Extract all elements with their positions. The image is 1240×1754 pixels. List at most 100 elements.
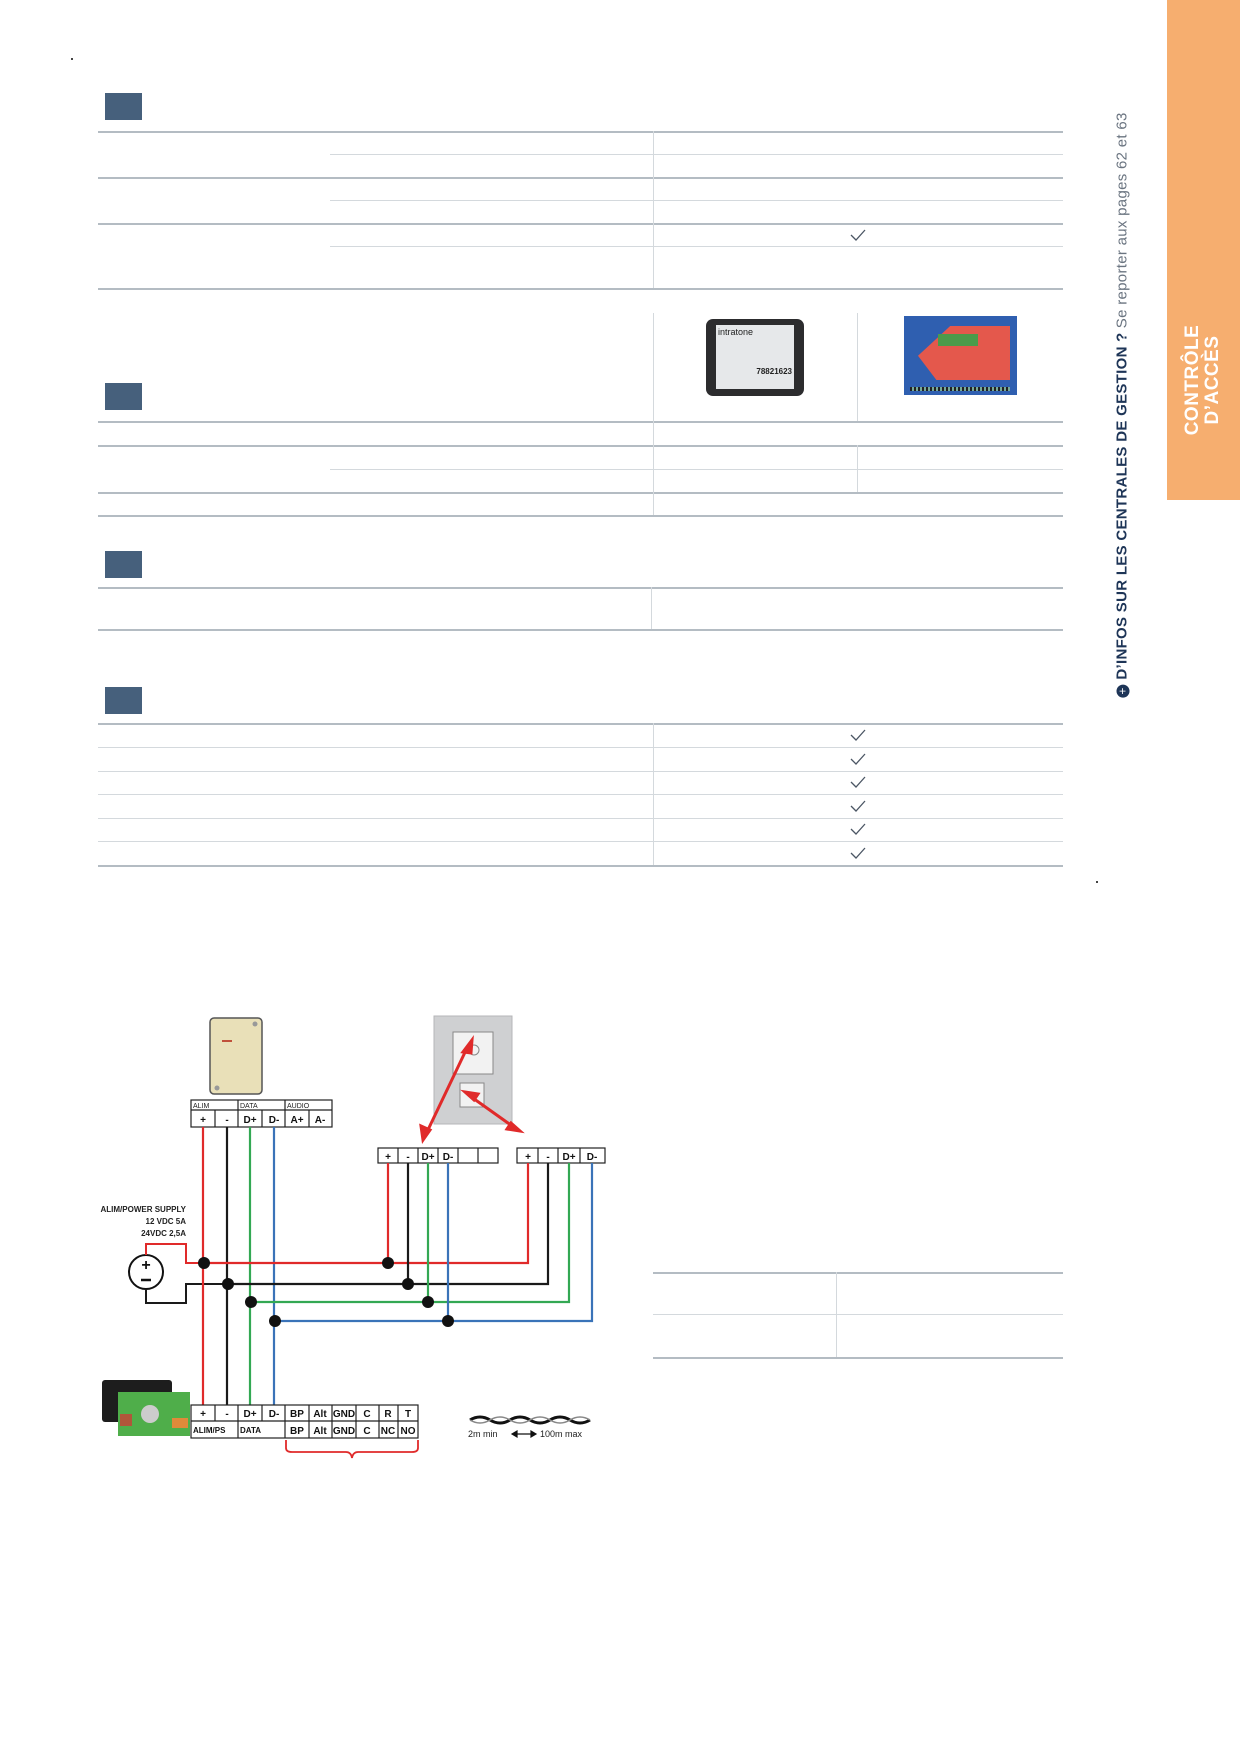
panel-terminal-block-a (377, 1147, 499, 1164)
wiring-diagram: ALIM DATA AUDIO + - D+ D- A+ A- + - D+ D… (101, 1015, 606, 1459)
power-supply-title: ALIM/POWER SUPPLY (101, 1205, 187, 1214)
terminal-label: - (546, 1152, 549, 1163)
terminal-label: D+ (243, 1409, 256, 1420)
side-note-light: Se reporter aux pages 62 et 63 (1113, 112, 1131, 329)
bus-dplus (251, 1163, 571, 1304)
table-rule (98, 492, 1063, 494)
table-rule (98, 865, 1063, 867)
power-supply-icon: + (128, 1254, 164, 1290)
terminal-label: D- (269, 1115, 280, 1126)
terminal-label: - (225, 1409, 228, 1420)
reader-device (209, 1017, 263, 1095)
table-rule (653, 1272, 1063, 1274)
panel-terminal-block-b (516, 1147, 606, 1164)
column-divider (653, 313, 654, 515)
section-2-marker (105, 383, 142, 410)
terminal-label: D+ (421, 1152, 434, 1163)
reader-group-label: DATA (240, 1103, 258, 1110)
terminal-label: D+ (562, 1152, 575, 1163)
reader-group-label: ALIM (193, 1103, 210, 1110)
table-rule (98, 421, 1063, 423)
reader-terminal-block (190, 1099, 333, 1128)
table-rule (98, 587, 1063, 589)
check-icon (850, 753, 866, 765)
terminal-label: BP (290, 1426, 304, 1437)
terminal-label: D- (443, 1152, 454, 1163)
check-icon (850, 776, 866, 788)
door-panel (433, 1015, 513, 1125)
column-divider (651, 587, 652, 629)
table-rule (98, 515, 1063, 517)
table-rule (330, 200, 1063, 201)
terminal-label: A+ (290, 1115, 303, 1126)
controller-terminal-block (190, 1404, 419, 1439)
table-rule (330, 154, 1063, 155)
column-divider (836, 1272, 837, 1357)
check-icon (850, 729, 866, 741)
terminal-label: + (525, 1152, 531, 1163)
side-note-bold: D’INFOS SUR LES CENTRALES DE GESTION ? (1113, 332, 1131, 680)
terminal-label: GND (333, 1426, 355, 1437)
bus-minus (228, 1163, 550, 1286)
terminal-label: GND (333, 1409, 355, 1420)
terminal-label: D- (269, 1409, 280, 1420)
side-tab-label: CONTRÔLE D’ACCÈS (1182, 325, 1223, 436)
section-4-marker (105, 687, 142, 714)
controller-device (102, 1380, 190, 1436)
bus-plus (204, 1163, 530, 1265)
reader-group-label: AUDIO (287, 1103, 310, 1110)
section-3-marker (105, 551, 142, 578)
check-icon (850, 847, 866, 859)
stray-mark (1096, 881, 1098, 883)
twisted-cable-icon (469, 1415, 591, 1425)
terminal-label: NC (381, 1426, 395, 1437)
controller-group-label: DATA (240, 1426, 261, 1435)
terminal-label: BP (290, 1409, 304, 1420)
terminal-label: + (200, 1409, 206, 1420)
check-icon (850, 823, 866, 835)
table-rule (653, 1357, 1063, 1359)
terminal-label: + (385, 1152, 391, 1163)
column-divider (857, 445, 858, 492)
table-rule (98, 288, 1063, 290)
plus-circle-icon: + (1116, 684, 1130, 698)
product-image-keypad-controller (904, 316, 1017, 395)
table-rule (98, 841, 1063, 842)
junction-dots (198, 1257, 454, 1327)
controller-group-label: ALIM/PS (193, 1426, 226, 1435)
check-icon (850, 800, 866, 812)
side-note: +D’INFOS SUR LES CENTRALES DE GESTION ? … (1113, 112, 1131, 698)
cable-min-label: 2m min (468, 1429, 498, 1439)
table-rule (98, 771, 1063, 772)
table-rule (98, 445, 1063, 447)
stray-mark (71, 58, 73, 60)
product-image-module: intratone 78821623 (706, 319, 804, 396)
table-rule (98, 629, 1063, 631)
brace-icon (285, 1440, 419, 1459)
arrow-icon (419, 1034, 525, 1144)
check-icon (850, 229, 866, 241)
table-rule (98, 223, 1063, 225)
lcd-display (938, 334, 978, 346)
terminal-label: + (200, 1115, 206, 1126)
terminal-label: D+ (243, 1115, 256, 1126)
table-rule (98, 747, 1063, 748)
terminal-label: Alt (313, 1409, 327, 1420)
column-divider (653, 131, 654, 288)
terminal-label: - (225, 1115, 228, 1126)
terminal-label: D- (587, 1152, 598, 1163)
table-rule (98, 794, 1063, 795)
table-rule (653, 1314, 1063, 1315)
terminal-label: C (363, 1426, 370, 1437)
product-label: intratone 78821623 (716, 325, 794, 389)
terminal-label: C (363, 1409, 370, 1420)
terminal-label: Alt (313, 1426, 327, 1437)
table-rule (330, 246, 1063, 247)
table-rule (330, 469, 1063, 470)
terminal-label: R (384, 1409, 392, 1420)
terminal-label: - (406, 1152, 409, 1163)
table-rule (98, 177, 1063, 179)
product-brand: intratone (718, 327, 754, 337)
svg-text:+: + (141, 1257, 150, 1274)
column-divider (653, 723, 654, 865)
